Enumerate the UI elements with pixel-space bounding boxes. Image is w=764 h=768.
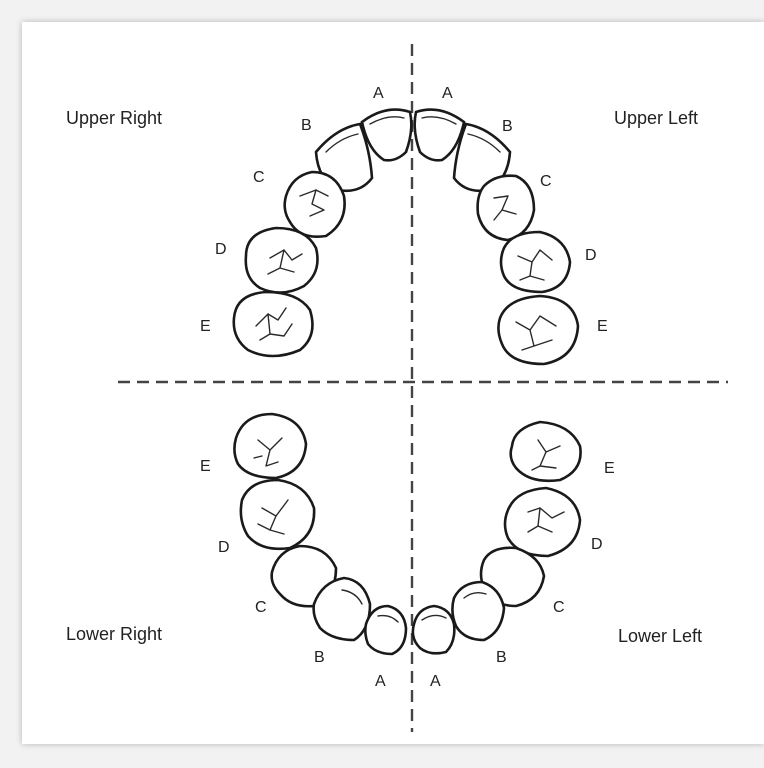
tooth-label-lower-right-c: C (255, 599, 267, 616)
tooth-label-lower-left-e: E (604, 460, 615, 477)
tooth-label-upper-left-d: D (585, 247, 597, 264)
tooth-label-upper-right-d: D (215, 241, 227, 258)
tooth-label-lower-left-a: A (430, 673, 441, 690)
quadrant-label-upper-left: Upper Left (614, 108, 698, 128)
tooth-upper-right-c (285, 172, 345, 237)
tooth-label-upper-left-e: E (597, 318, 608, 335)
tooth-lower-left-b (452, 582, 504, 640)
tooth-upper-right-e (234, 292, 313, 356)
tooth-label-lower-right-d: D (218, 539, 230, 556)
tooth-lower-right-a (365, 606, 406, 654)
tooth-lower-left-e (511, 422, 581, 481)
tooth-label-upper-right-e: E (200, 318, 211, 335)
tooth-lower-left-a (413, 606, 454, 653)
quadrant-label-lower-right: Lower Right (66, 624, 162, 644)
tooth-label-lower-left-d: D (591, 536, 603, 553)
tooth-label-lower-right-b: B (314, 649, 325, 666)
tooth-label-upper-right-a: A (373, 85, 384, 102)
tooth-label-upper-right-c: C (253, 169, 265, 186)
tooth-label-lower-right-a: A (375, 673, 386, 690)
quadrant-label-upper-right: Upper Right (66, 108, 162, 128)
tooth-upper-left-c (478, 176, 534, 240)
tooth-label-upper-right-b: B (301, 117, 312, 134)
tooth-label-upper-left-c: C (540, 173, 552, 190)
tooth-upper-left-d (501, 232, 570, 292)
tooth-label-upper-left-b: B (502, 118, 513, 135)
tooth-label-lower-left-c: C (553, 599, 565, 616)
quadrant-label-lower-left: Lower Left (618, 626, 702, 646)
tooth-label-lower-left-b: B (496, 649, 507, 666)
tooth-lower-left-d (505, 488, 580, 556)
tooth-lower-right-d (241, 480, 314, 549)
tooth-label-upper-left-a: A (442, 85, 453, 102)
tooth-label-lower-right-e: E (200, 458, 211, 475)
tooth-lower-right-e (234, 414, 306, 478)
tooth-upper-right-d (246, 228, 318, 293)
tooth-upper-left-e (498, 296, 578, 364)
